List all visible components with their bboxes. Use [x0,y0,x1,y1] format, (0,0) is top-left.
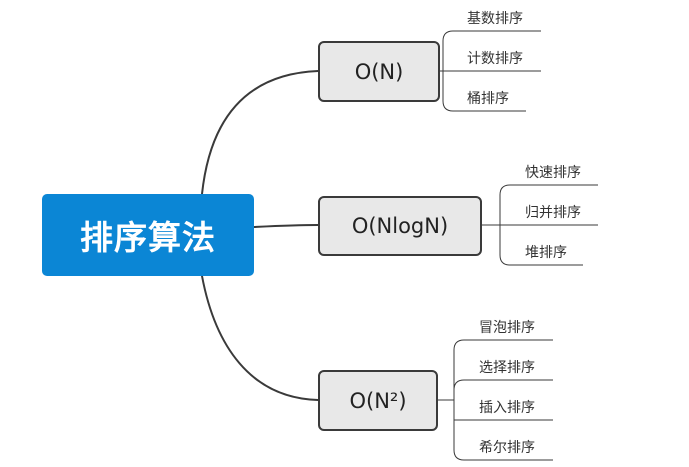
connector-branch-3-bracket-bottom [453,400,465,461]
connector-root-branch-2 [253,224,319,228]
leaf-topic-quick-sort[interactable]: 快速排序 [525,165,581,181]
connector-root-branch-1 [201,70,319,195]
leaf-topic-radix-sort[interactable]: 基数排序 [467,11,523,27]
connector-branch-3-bracket-top [453,339,465,400]
branch-topic-o-nlogn[interactable]: O(NlogN) [318,196,482,256]
branch-topic-o-n-squared[interactable]: O(N²) [318,370,438,431]
leaf-topic-merge-sort[interactable]: 归并排序 [525,205,581,221]
leaf-topic-shell-sort[interactable]: 希尔排序 [479,440,535,456]
connector-root-branch-3 [201,275,319,401]
leaf-topic-bucket-sort[interactable]: 桶排序 [467,91,509,107]
leaf-topic-bubble-sort[interactable]: 冒泡排序 [479,320,535,336]
branch-topic-o-n[interactable]: O(N) [318,41,440,102]
leaf-topic-insertion-sort[interactable]: 插入排序 [479,400,535,416]
root-topic[interactable]: 排序算法 [42,194,254,276]
connector-branch-3-bracket-mid [453,379,465,391]
leaf-topic-counting-sort[interactable]: 计数排序 [467,51,523,67]
leaf-topic-selection-sort[interactable]: 选择排序 [479,360,535,376]
leaf-topic-heap-sort[interactable]: 堆排序 [525,245,567,261]
